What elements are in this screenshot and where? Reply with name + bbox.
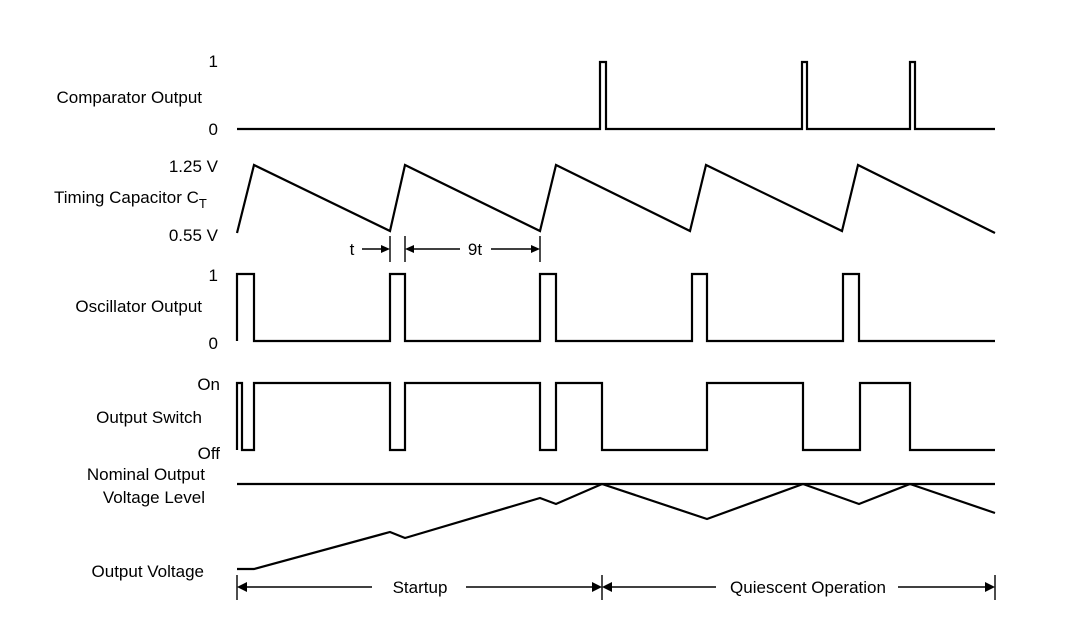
switch-off-label: Off xyxy=(198,444,221,463)
output-voltage-label: Output Voltage xyxy=(92,562,204,581)
oscillator-output-waveform xyxy=(235,272,995,343)
output-switch-waveform xyxy=(235,381,995,452)
output-voltage-waveform xyxy=(237,482,996,571)
nominal-level-label-line2: Voltage Level xyxy=(103,488,205,507)
interval-9t-arrowhead-left xyxy=(405,245,414,253)
timing-capacitor-waveform xyxy=(235,163,996,234)
interval-t-arrowhead xyxy=(381,245,390,253)
timing-high-label: 1.25 V xyxy=(169,157,219,176)
quiescent-arrowhead-left xyxy=(602,582,612,592)
comparator-output-waveform xyxy=(237,60,995,131)
timing-low-label: 0.55 V xyxy=(169,226,219,245)
interval-9t-label: 9t xyxy=(468,240,482,259)
timing-capacitor-label: Timing Capacitor CT xyxy=(54,188,207,211)
quiescent-operation-label: Quiescent Operation xyxy=(730,578,886,597)
nominal-level-label-line1: Nominal Output xyxy=(87,465,205,484)
startup-arrowhead-left xyxy=(237,582,247,592)
comparator-low-label: 0 xyxy=(209,120,218,139)
comparator-output-label: Comparator Output xyxy=(56,88,202,107)
interval-9t-arrowhead-right xyxy=(531,245,540,253)
interval-t-label: t xyxy=(350,240,355,259)
comparator-high-label: 1 xyxy=(209,52,218,71)
switch-on-label: On xyxy=(197,375,220,394)
oscillator-output-label: Oscillator Output xyxy=(75,297,202,316)
oscillator-low-label: 0 xyxy=(209,334,218,353)
quiescent-arrowhead-right xyxy=(985,582,995,592)
oscillator-high-label: 1 xyxy=(209,266,218,285)
output-switch-label: Output Switch xyxy=(96,408,202,427)
startup-label: Startup xyxy=(393,578,448,597)
startup-arrowhead-right xyxy=(592,582,602,592)
